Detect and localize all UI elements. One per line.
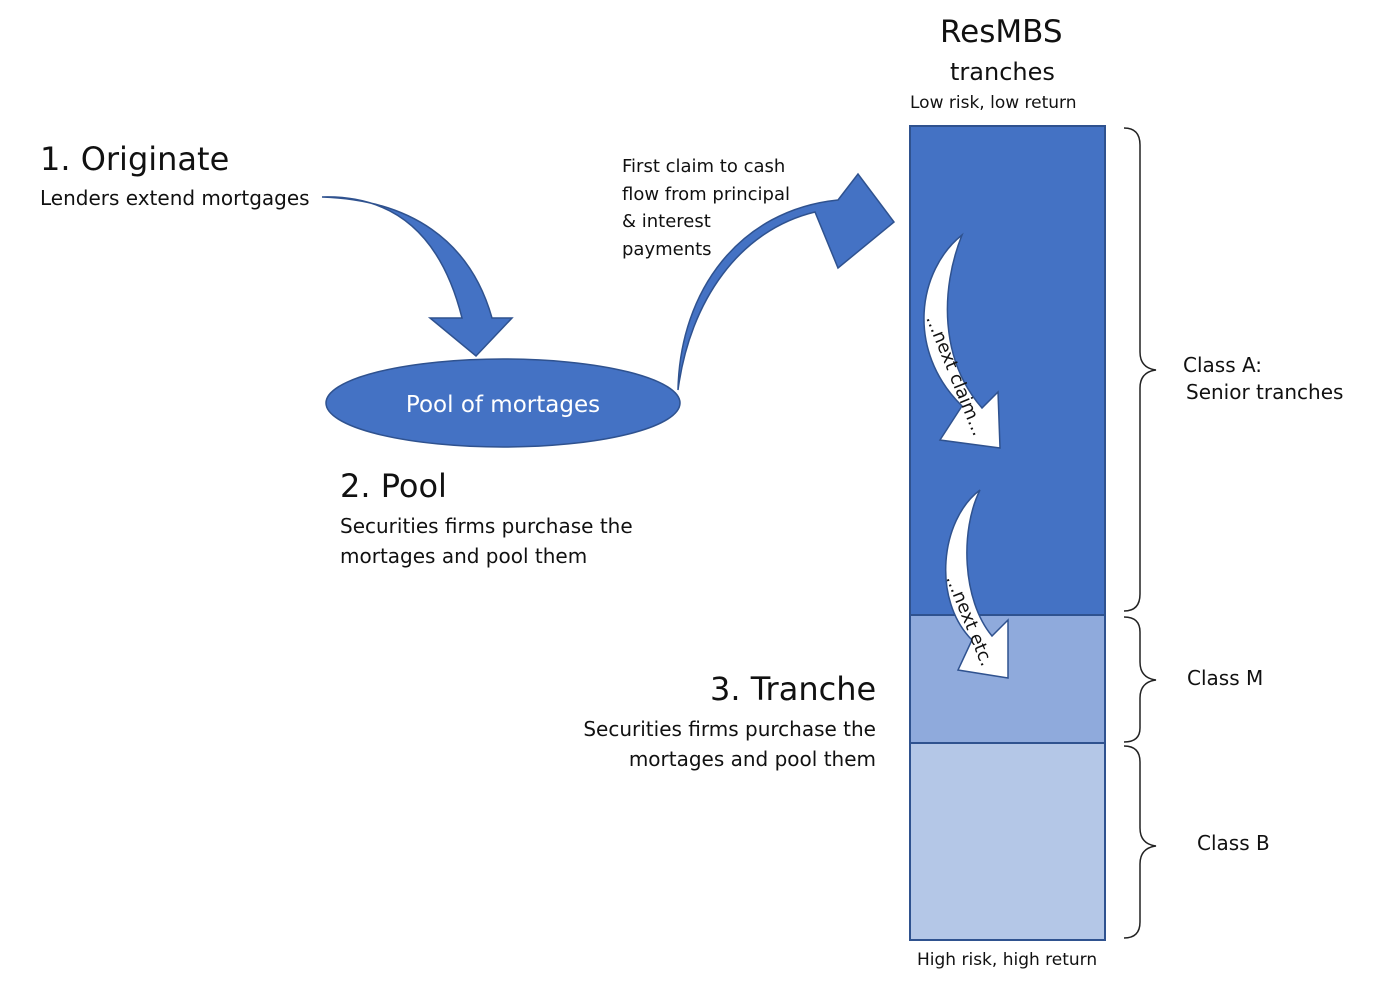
next-etc-arrow	[945, 489, 1009, 679]
brace-class-a	[1123, 127, 1157, 612]
claim-note-line2: flow from principal	[622, 184, 790, 205]
tranche-class-b	[909, 742, 1106, 941]
next-claim-arrow	[923, 232, 1001, 449]
class-a-label: Class A:	[1183, 353, 1263, 377]
step-originate-text: Lenders extend mortgages	[40, 186, 310, 210]
step-originate-heading: 1. Originate	[40, 140, 230, 178]
step-tranche-text-line2: mortages and pool them	[628, 747, 876, 771]
diagram-title: ResMBS	[940, 14, 1063, 50]
step-pool-text-line2: mortages and pool them	[340, 544, 588, 568]
originate-to-pool-arrow	[321, 196, 514, 358]
brace-class-b	[1123, 745, 1157, 939]
claim-note-line4: payments	[622, 239, 712, 260]
step-pool-heading: 2. Pool	[340, 467, 447, 505]
class-m-label: Class M	[1187, 666, 1264, 690]
class-b-label: Class B	[1197, 831, 1270, 855]
pool-to-tranches-arrow	[677, 172, 896, 391]
diagram-subtitle: tranches	[950, 58, 1055, 86]
claim-note-line1: First claim to cash	[622, 156, 786, 177]
top-risk-note: Low risk, low return	[910, 93, 1077, 113]
pool-ellipse	[325, 358, 681, 448]
bottom-risk-note: High risk, high return	[917, 950, 1098, 970]
brace-class-m	[1123, 616, 1157, 743]
step-tranche-text-line1: Securities firms purchase the	[583, 717, 876, 741]
step-pool-text-line1: Securities firms purchase the	[340, 514, 633, 538]
class-a-detail: Senior tranches	[1186, 380, 1344, 404]
pool-label: Pool of mortages	[406, 392, 600, 418]
claim-note-line3: & interest	[622, 211, 711, 232]
step-tranche-heading: 3. Tranche	[710, 670, 877, 708]
